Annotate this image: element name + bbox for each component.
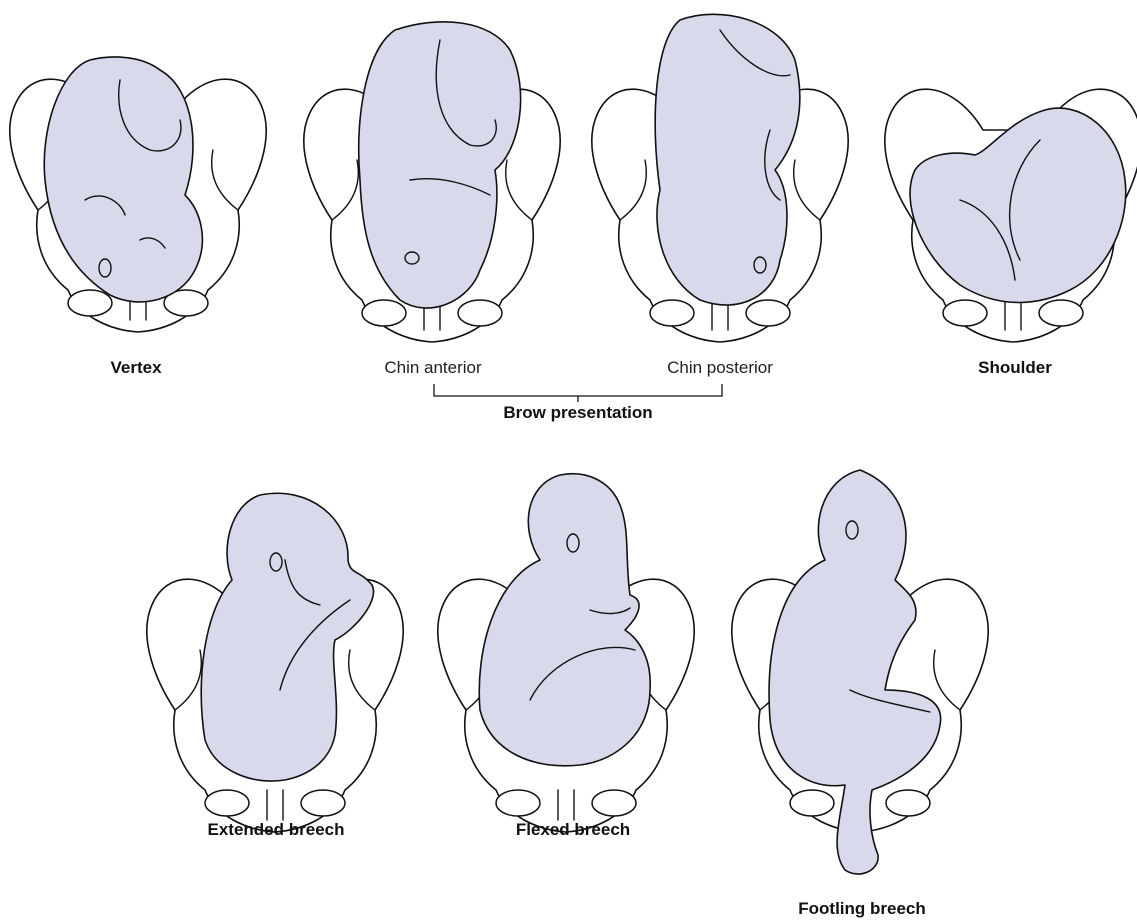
label-extended-breech: Extended breech [208, 820, 345, 840]
extended-breech-illustration [147, 493, 403, 832]
label-footling-breech: Footling breech [798, 899, 926, 919]
label-chin-posterior: Chin posterior [667, 358, 773, 378]
vertex-illustration [10, 57, 266, 332]
label-vertex: Vertex [110, 358, 161, 378]
chin-posterior-illustration [592, 14, 848, 342]
label-shoulder: Shoulder [978, 358, 1052, 378]
label-chin-anterior: Chin anterior [384, 358, 481, 378]
footling-breech-illustration [732, 470, 988, 874]
flexed-breech-illustration [438, 474, 694, 832]
chin-anterior-illustration [304, 22, 560, 342]
label-brow-presentation: Brow presentation [503, 403, 652, 423]
fetus-shape [655, 14, 800, 305]
label-flexed-breech: Flexed breech [516, 820, 630, 840]
brow-bracket [434, 384, 722, 402]
shoulder-illustration [885, 89, 1137, 342]
fetus-shape [479, 474, 650, 766]
